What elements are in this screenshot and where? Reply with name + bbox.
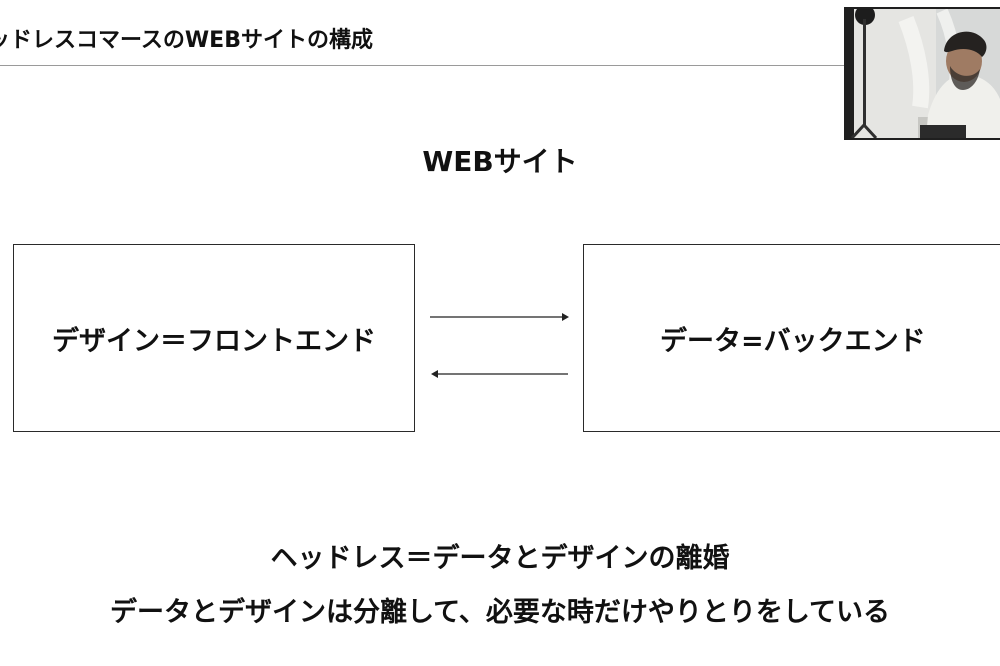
summary-line-separation: データとデザインは分離して、必要な時だけやりとりをしている [109,597,891,628]
arrow-left-icon [431,370,568,378]
backend-label: データ=バックエンド [660,325,926,357]
header-divider [0,65,846,66]
frontend-box: デザイン＝フロントエンド [13,244,415,432]
header-title-text: ッドレスコマースのWEBサイトの構成 [0,28,373,53]
slide-header-title: ッドレスコマースのWEBサイトの構成 [0,24,840,58]
webcam-video-frame [846,9,1000,138]
frontend-label: デザイン＝フロントエンド [52,325,376,357]
webcam-overlay [844,7,1000,140]
backend-box: データ=バックエンド [583,244,1000,432]
exchange-arrows [430,313,569,378]
arrow-right-icon [430,313,569,321]
section-title: WEBサイト [422,145,578,178]
summary-line-headless: ヘッドレス＝データとデザインの離婚 [270,543,730,574]
